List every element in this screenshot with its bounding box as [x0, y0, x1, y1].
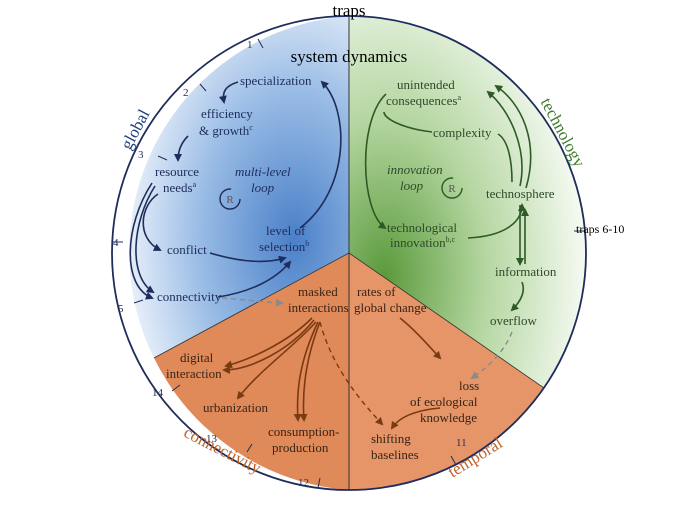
sector-connectivity: [154, 253, 349, 490]
loop-r-technology: R: [448, 183, 456, 195]
rim-ticks: [113, 38, 584, 489]
node-interactions: interactions: [288, 300, 349, 315]
node-connectivity: connectivity: [157, 289, 222, 304]
divider-left: [153, 252, 350, 359]
node-resource: resource: [155, 164, 199, 179]
node-production: production: [272, 440, 329, 455]
trap-number-12: 12: [298, 477, 309, 489]
technology-arrows: [364, 84, 532, 312]
node-global-change: global change: [354, 300, 427, 315]
trap-number-14: 14: [152, 387, 164, 399]
global-labels: specialization efficiency & growthc reso…: [155, 73, 312, 304]
node-information: information: [495, 264, 557, 279]
node-interaction: interaction: [166, 366, 222, 381]
node-rates: rates of: [357, 284, 396, 299]
node-of-ecological: of ecological: [410, 394, 478, 409]
connectivity-labels: masked interactions digital interaction …: [166, 284, 479, 462]
node-technological: technological: [387, 220, 457, 235]
multilevel-loop-line2: loop: [251, 180, 275, 195]
node-knowledge: knowledge: [420, 410, 477, 425]
dashed-arrow-connectivity: [221, 297, 284, 307]
node-loss: loss: [459, 378, 479, 393]
diagram-title: traps: [332, 1, 365, 20]
node-specialization: specialization: [240, 73, 312, 88]
node-technosphere: technosphere: [486, 186, 555, 201]
node-needs: needsa: [163, 180, 197, 195]
trap-number-1: 1: [247, 39, 253, 51]
node-unintended: unintended: [397, 77, 455, 92]
sector-technology: [349, 16, 587, 388]
node-consequences: consequencesa: [386, 93, 461, 108]
dashed-arrow-shifting: [319, 321, 384, 426]
trap-number-3: 3: [138, 149, 144, 161]
node-shifting: shifting: [371, 431, 411, 446]
trap-number-2: 2: [183, 87, 189, 99]
sector-title-global: global: [117, 106, 154, 153]
trap-number-13: 13: [206, 433, 218, 445]
node-conflict: conflict: [167, 242, 207, 257]
node-digital: digital: [180, 350, 214, 365]
node-baselines: baselines: [371, 447, 419, 462]
reinforcing-loop-global: R: [219, 188, 241, 210]
node-growth: & growthc: [199, 123, 253, 138]
innovation-loop-line2: loop: [400, 178, 424, 193]
node-level-of: level of: [266, 223, 306, 238]
multilevel-loop-line1: multi-level: [235, 164, 291, 179]
node-efficiency: efficiency: [201, 106, 253, 121]
reinforcing-loop-technology: R: [441, 177, 463, 199]
loop-r-global: R: [226, 194, 234, 206]
outer-circle: [111, 15, 587, 491]
node-overflow: overflow: [490, 313, 538, 328]
node-masked: masked: [298, 284, 338, 299]
innovation-loop-line1: innovation: [387, 162, 443, 177]
center-title: system dynamics: [291, 47, 408, 66]
connectivity-arrows: [222, 317, 442, 430]
node-complexity: complexity: [433, 125, 492, 140]
sector-global: [129, 16, 349, 358]
node-selection: selectionb: [259, 239, 309, 254]
technology-labels: unintended consequencesa complexity inno…: [386, 77, 557, 328]
dashed-arrow-overflow: [470, 331, 513, 380]
trap-number-11: 11: [456, 437, 467, 449]
node-innovation: innovationb,c: [390, 235, 456, 250]
sector-temporal: [349, 253, 544, 491]
trap-number-4: 4: [113, 237, 119, 249]
traps-6-10-label: traps 6-10: [576, 222, 624, 236]
global-arrows: [129, 80, 342, 300]
node-urbanization: urbanization: [203, 400, 268, 415]
node-consumption: consumption-: [268, 424, 340, 439]
trap-number-5: 5: [118, 303, 124, 315]
divider-right: [348, 252, 545, 389]
